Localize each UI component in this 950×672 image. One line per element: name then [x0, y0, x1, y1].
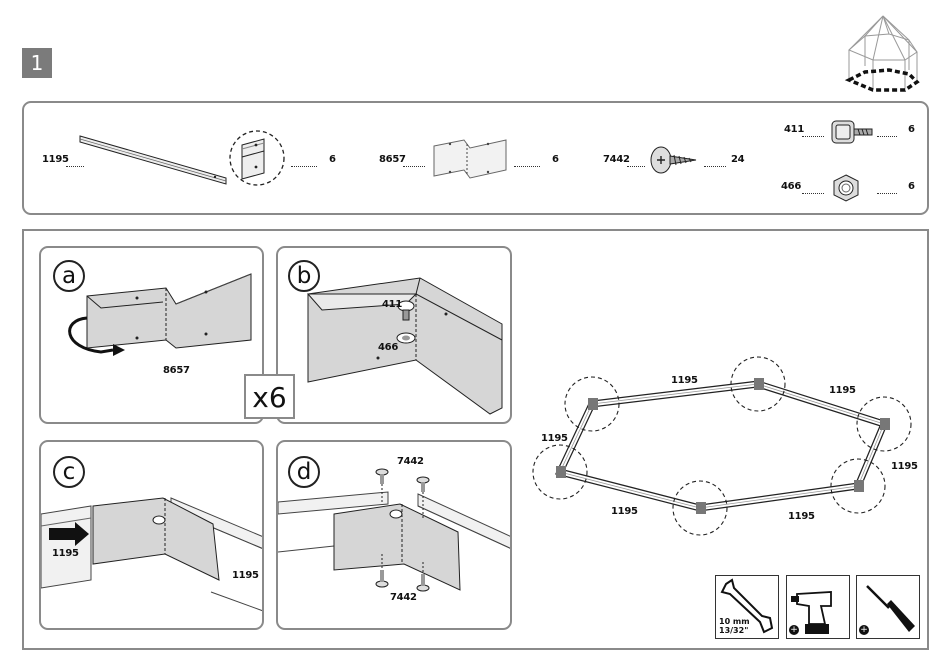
panel-d: d 7442 7442	[276, 440, 512, 630]
part-qty-1195: 6	[329, 154, 336, 165]
bolt-icon	[830, 118, 874, 148]
part-label-411: 411	[382, 299, 402, 310]
leader-dots	[291, 166, 317, 167]
part-code-8657: 8657	[379, 154, 406, 165]
frame-label-bottom-right: 1195	[788, 511, 815, 522]
step-letter-c: c	[53, 456, 85, 488]
wrench-tool-box: 10 mm 13/32"	[715, 575, 779, 639]
wrench-size-in: 13/32"	[719, 626, 748, 635]
drill-tool-box: +	[786, 575, 850, 639]
part-code-411: 411	[784, 124, 804, 135]
part-code-1195: 1195	[42, 154, 69, 165]
wrench-size-mm: 10 mm	[719, 617, 750, 626]
leader-dots	[514, 166, 540, 167]
part-label-466: 466	[378, 342, 398, 353]
part-qty-7442: 24	[731, 154, 744, 165]
screwdriver-plus-badge: +	[859, 625, 869, 635]
screw-label-bottom: 7442	[390, 592, 417, 603]
part-label-8657: 8657	[163, 365, 190, 376]
rail-label-left: 1195	[52, 548, 79, 559]
leader-dots	[627, 166, 645, 167]
leader-dots	[802, 136, 824, 137]
repeat-count-badge: x6	[244, 374, 295, 419]
part-qty-411: 6	[908, 124, 915, 135]
leader-dots	[877, 136, 897, 137]
hexagon-frame-diagram	[540, 360, 920, 540]
panel-a: a 8657	[39, 246, 264, 424]
rail-label-right: 1195	[232, 570, 259, 581]
detail-circle-icon	[228, 127, 288, 189]
frame-label-top-right: 1195	[829, 385, 856, 396]
nut-icon	[831, 173, 861, 203]
drill-plus-badge: +	[789, 625, 799, 635]
greenhouse-icon	[845, 14, 925, 96]
screwdriver-tool-box: +	[856, 575, 920, 639]
frame-label-top: 1195	[671, 375, 698, 386]
rail-profile-icon	[78, 132, 238, 192]
leader-dots	[877, 193, 897, 194]
panel-c: c 1195 1195	[39, 440, 264, 630]
step-letter-b: b	[288, 260, 320, 292]
leader-dots	[704, 166, 726, 167]
screw-label-top: 7442	[397, 456, 424, 467]
step-letter-d: d	[288, 456, 320, 488]
frame-label-bottom-left: 1195	[611, 506, 638, 517]
leader-dots	[403, 166, 425, 167]
step-number-badge: 1	[22, 48, 52, 78]
leader-dots	[802, 193, 824, 194]
frame-label-left: 1195	[541, 433, 568, 444]
screw-icon	[650, 144, 700, 178]
panel-b: b 411 466	[276, 246, 512, 424]
frame-label-right: 1195	[891, 461, 918, 472]
part-qty-8657: 6	[552, 154, 559, 165]
part-code-466: 466	[781, 181, 801, 192]
part-qty-466: 6	[908, 181, 915, 192]
part-code-7442: 7442	[603, 154, 630, 165]
step-letter-a: a	[53, 260, 85, 292]
corner-bracket-icon	[430, 136, 510, 182]
